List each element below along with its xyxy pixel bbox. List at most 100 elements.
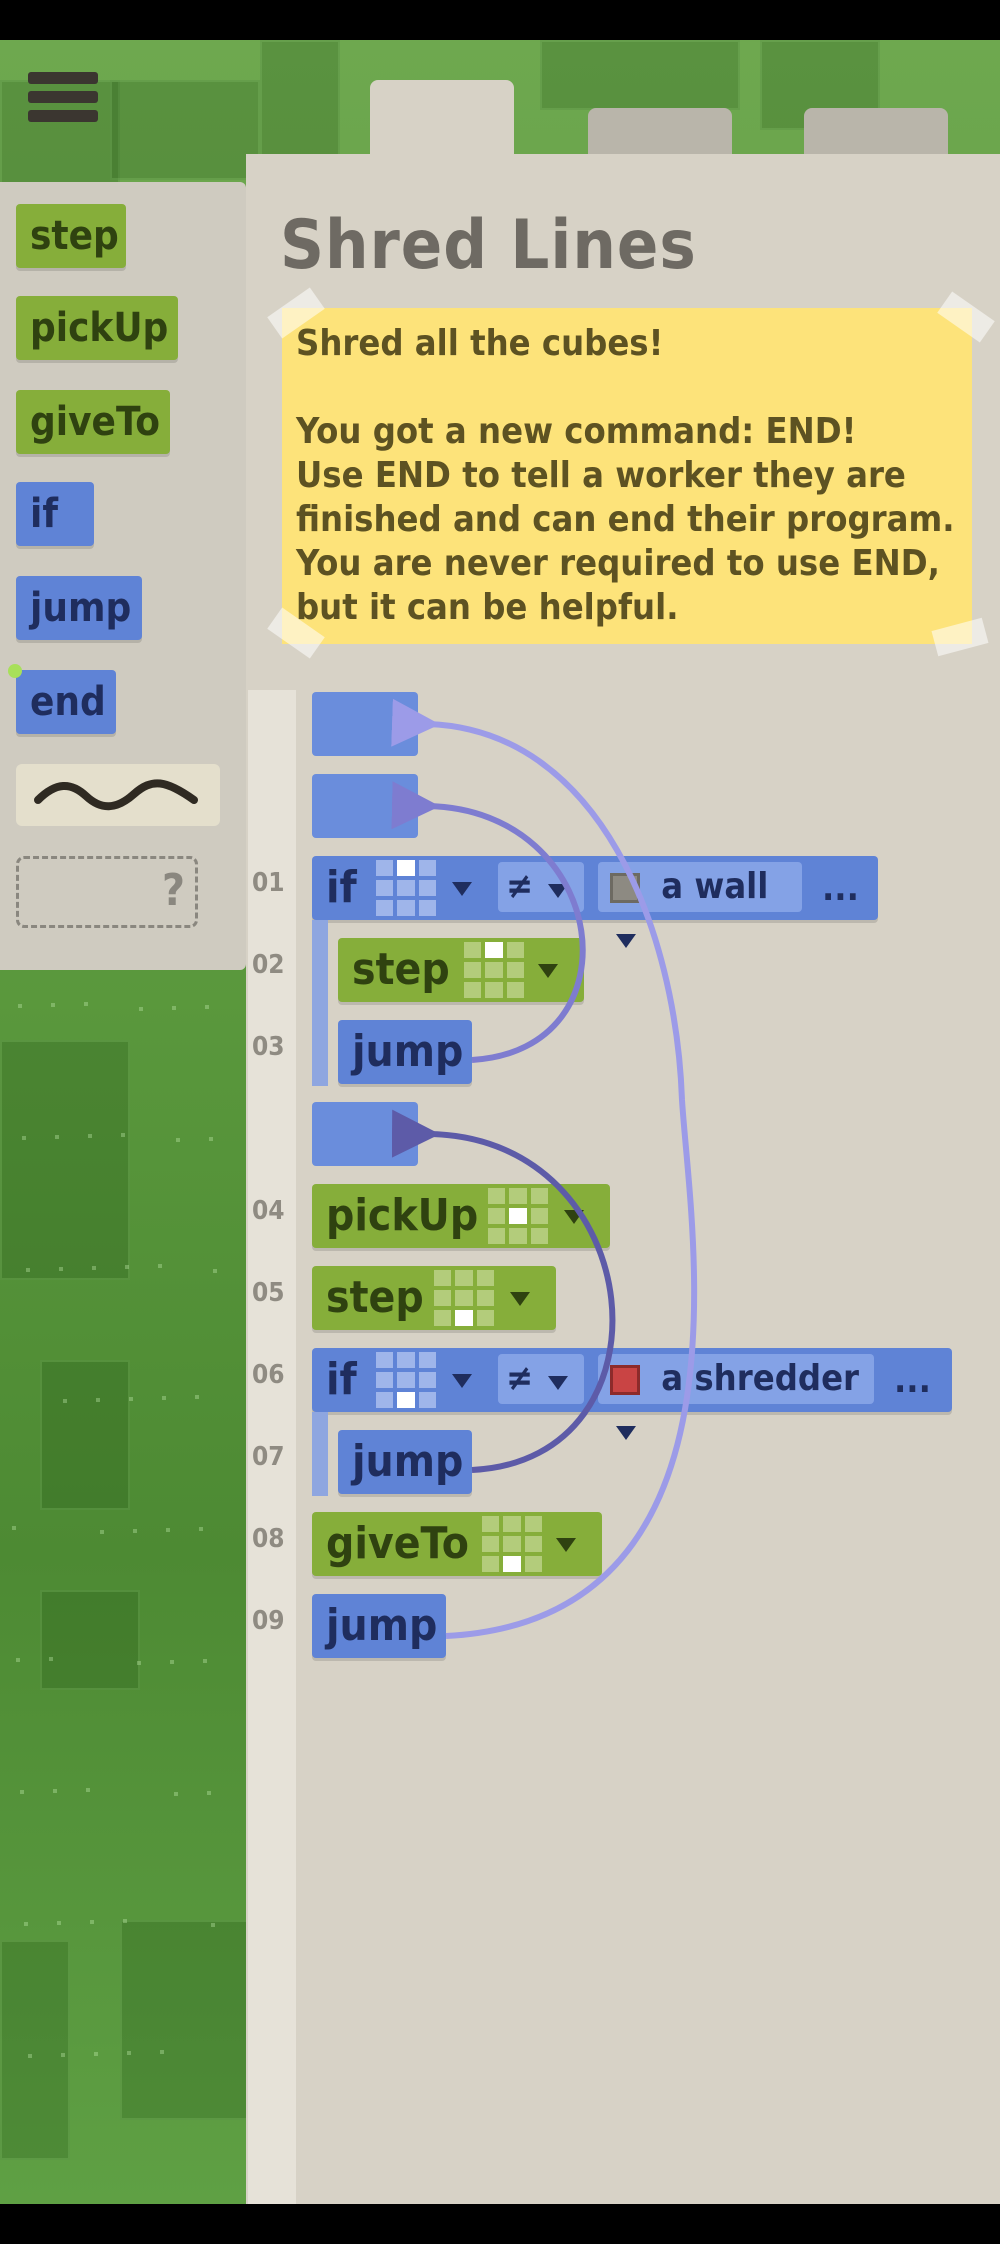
board-decoration <box>540 40 740 110</box>
operator-dropdown[interactable]: ≠ <box>498 1354 584 1404</box>
tab-program-1[interactable] <box>370 80 514 160</box>
direction-grid-icon[interactable] <box>376 860 436 916</box>
status-bar <box>0 0 1000 40</box>
palette-pickup[interactable]: pickUp <box>16 296 178 360</box>
board-dot <box>195 1395 199 1399</box>
tab-program-2[interactable] <box>588 108 732 158</box>
board-dot <box>139 1007 143 1011</box>
operator-dropdown[interactable]: ≠ <box>498 862 584 912</box>
board-dot <box>51 1003 55 1007</box>
board-dot <box>84 1002 88 1006</box>
board-dot <box>86 1788 90 1792</box>
palette-locked-slot[interactable]: ? <box>16 856 198 928</box>
palette-if[interactable]: if <box>16 482 94 546</box>
direction-grid-icon[interactable] <box>376 1352 436 1408</box>
command-palette: step pickUp giveTo if jump end ? <box>0 182 246 970</box>
board-dot <box>209 1137 213 1141</box>
jump-target[interactable] <box>312 1102 418 1166</box>
board-dot <box>88 1134 92 1138</box>
board-dot <box>20 1790 24 1794</box>
palette-giveto[interactable]: giveTo <box>16 390 170 454</box>
board-dot <box>96 1398 100 1402</box>
board-dot <box>94 2052 98 2056</box>
chevron-down-icon <box>616 1426 636 1440</box>
line-number-gutter <box>248 690 296 2204</box>
board-dot <box>12 1526 16 1530</box>
line-number: 06 <box>252 1360 285 1390</box>
board-dot <box>61 2053 65 2057</box>
direction-grid-icon[interactable] <box>482 1516 542 1572</box>
board-dot <box>22 1136 26 1140</box>
chevron-down-icon[interactable] <box>564 1210 584 1224</box>
board-dot <box>121 1133 125 1137</box>
jump-target[interactable] <box>312 692 418 756</box>
palette-end[interactable]: end <box>16 670 116 734</box>
board-dot <box>57 1921 61 1925</box>
jump-command[interactable]: jump <box>338 1430 472 1494</box>
board-dot <box>26 1268 30 1272</box>
board-dot <box>125 1265 129 1269</box>
board-dot <box>55 1135 59 1139</box>
board-dot <box>211 1923 215 1927</box>
chevron-down-icon <box>616 934 636 948</box>
board-dot <box>100 1530 104 1534</box>
board-dot <box>166 1528 170 1532</box>
line-number: 04 <box>252 1196 285 1226</box>
board-decoration <box>0 1040 130 1280</box>
chevron-down-icon[interactable] <box>510 1292 530 1306</box>
wall-icon <box>610 873 640 903</box>
palette-comment[interactable] <box>16 764 220 826</box>
board-dot <box>160 2050 164 2054</box>
chevron-down-icon[interactable] <box>452 1374 472 1388</box>
board-dot <box>92 1266 96 1270</box>
level-instructions-note: Shred all the cubes! You got a new comma… <box>282 308 972 644</box>
board-dot <box>59 1267 63 1271</box>
menu-icon[interactable] <box>28 72 98 134</box>
chevron-down-icon[interactable] <box>538 964 558 978</box>
board-decoration <box>40 1590 140 1690</box>
jump-command[interactable]: jump <box>312 1594 446 1658</box>
board-dot <box>90 1920 94 1924</box>
board-dot <box>18 1004 22 1008</box>
page-title: Shred Lines <box>280 206 697 285</box>
chevron-down-icon[interactable] <box>452 882 472 896</box>
board-dot <box>207 1791 211 1795</box>
board-dot <box>162 1396 166 1400</box>
note-text: Shred all the cubes! You got a new comma… <box>296 323 955 628</box>
line-number: 01 <box>252 868 285 898</box>
board-dot <box>53 1789 57 1793</box>
board-dot <box>133 1529 137 1533</box>
board-decoration <box>40 1360 130 1510</box>
if-keyword: if <box>326 1354 357 1405</box>
board-dot <box>28 2054 32 2058</box>
line-number: 08 <box>252 1524 285 1554</box>
direction-grid-icon[interactable] <box>434 1270 494 1326</box>
palette-jump[interactable]: jump <box>16 576 142 640</box>
board-decoration <box>120 1920 270 2120</box>
target-dropdown-wall[interactable]: a wall <box>598 862 802 948</box>
board-decoration <box>0 1940 70 2160</box>
board-dot <box>213 1269 217 1273</box>
direction-grid-icon[interactable] <box>488 1188 548 1244</box>
direction-grid-icon[interactable] <box>464 942 524 998</box>
palette-step[interactable]: step <box>16 204 126 268</box>
if-body-indent <box>312 920 328 1086</box>
tab-program-3[interactable] <box>804 108 948 158</box>
board-dot <box>176 1138 180 1142</box>
board-dot <box>129 1397 133 1401</box>
chevron-down-icon[interactable] <box>556 1538 576 1552</box>
more-options[interactable]: ... <box>894 1360 931 1401</box>
chevron-down-icon <box>548 884 569 898</box>
shredder-icon <box>610 1365 640 1395</box>
more-options[interactable]: ... <box>822 868 859 909</box>
target-dropdown-shredder[interactable]: a shredder <box>598 1354 874 1440</box>
jump-command[interactable]: jump <box>338 1020 472 1084</box>
new-indicator-dot <box>8 664 22 678</box>
board-dot <box>170 1660 174 1664</box>
board-dot <box>24 1922 28 1926</box>
jump-target[interactable] <box>312 774 418 838</box>
board-decoration <box>110 80 260 180</box>
board-dot <box>63 1399 67 1403</box>
board-dot <box>172 1006 176 1010</box>
board-dot <box>174 1792 178 1796</box>
